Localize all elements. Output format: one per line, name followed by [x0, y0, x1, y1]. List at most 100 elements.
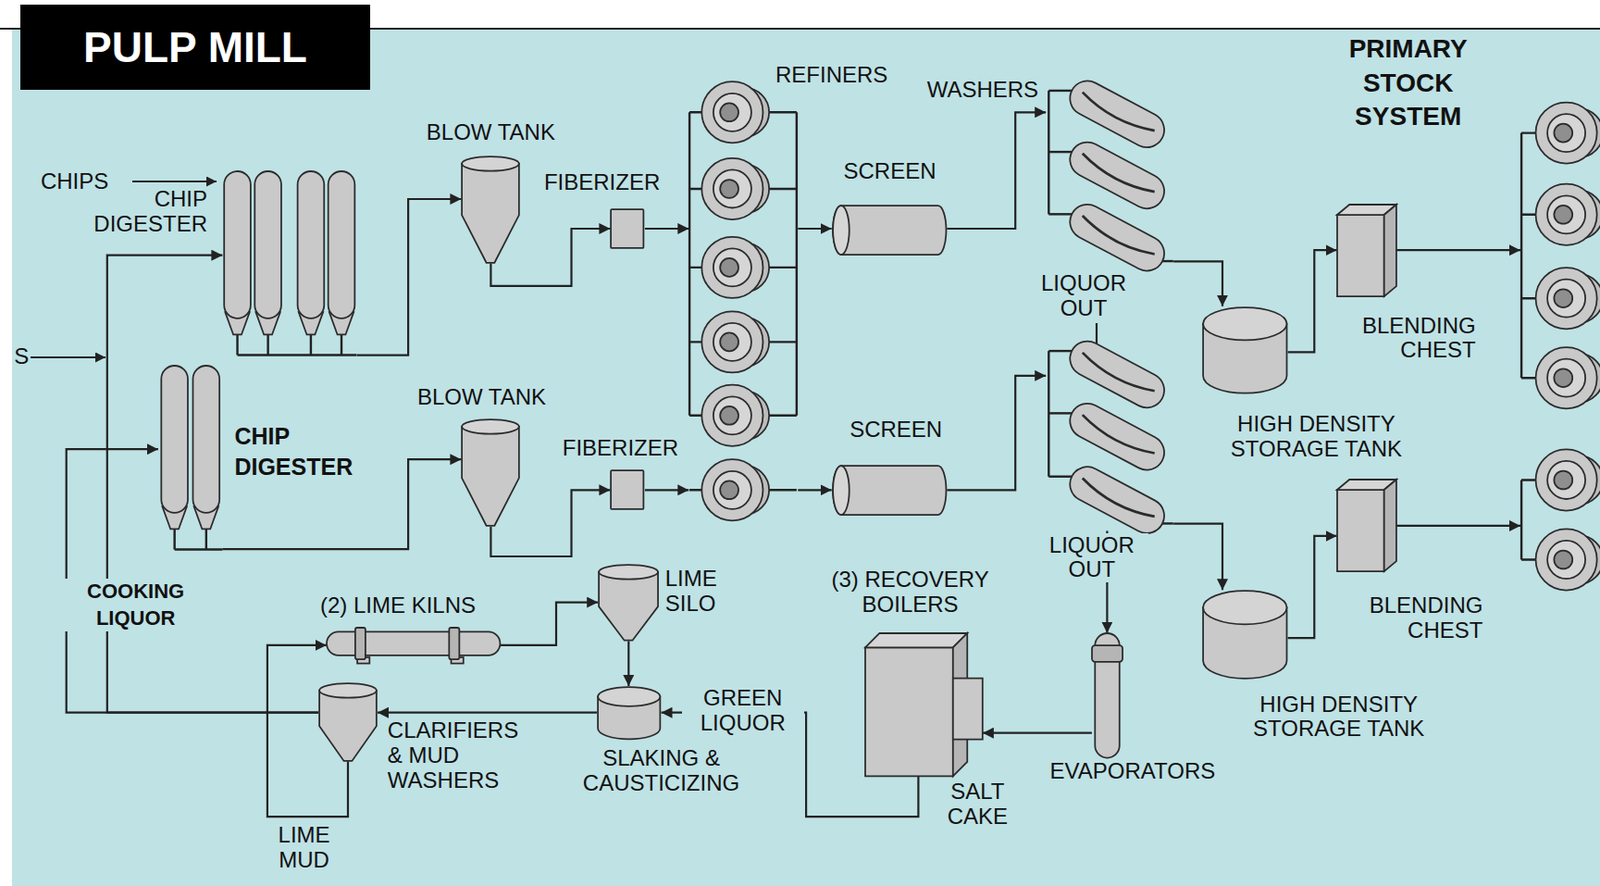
equipment-symbol	[609, 469, 645, 510]
equipment-label: PRIMARY STOCK SYSTEM	[1315, 32, 1500, 134]
flow-label: LIQUOR OUT	[1035, 533, 1148, 583]
equipment-symbol	[597, 563, 659, 642]
equipment-part	[1553, 205, 1573, 224]
pipe-line	[688, 111, 691, 415]
washer-drum	[1064, 198, 1171, 277]
washer-trough	[1079, 414, 1155, 459]
equipment-symbol	[1337, 204, 1397, 297]
title-box: PULP MILL	[20, 4, 371, 90]
equipment-label: SCREEN	[842, 159, 939, 185]
equipment-symbol	[688, 79, 798, 526]
washer-trough	[1079, 153, 1155, 199]
equipment-part	[1547, 358, 1586, 397]
pipe-line	[310, 334, 312, 356]
equipment-part	[598, 564, 658, 579]
equipment-label: (3) RECOVERY BOILERS	[800, 567, 1020, 618]
equipment-node: (3) RECOVERY BOILERS	[865, 632, 983, 776]
flow-line	[1396, 524, 1522, 527]
equipment-part	[224, 171, 252, 319]
equipment-part	[610, 470, 644, 509]
equipment-part	[255, 171, 283, 319]
equipment-part	[1383, 204, 1396, 297]
equipment-node: BLENDING CHEST	[1337, 479, 1397, 571]
equipment-node: CLARIFIERS & MUD WASHERS	[318, 682, 378, 762]
equipment-label: LIME SILO	[663, 566, 735, 617]
washer-trough	[1079, 478, 1155, 523]
equipment-part	[713, 471, 752, 509]
flow-line	[797, 488, 832, 491]
equipment-part	[713, 93, 752, 132]
equipment-part	[702, 81, 764, 143]
equipment-symbol	[222, 171, 358, 358]
equipment-part	[719, 406, 739, 425]
equipment-part	[719, 480, 739, 499]
equipment-part	[1553, 123, 1573, 142]
equipment-part	[1536, 448, 1598, 510]
equipment-part	[1547, 278, 1586, 317]
equipment-part	[1536, 267, 1598, 329]
equipment-part	[161, 365, 188, 513]
flow-line	[1396, 248, 1522, 251]
equipment-part	[713, 248, 752, 286]
flow-label: S	[12, 344, 31, 370]
equipment-label: FIBERIZER	[560, 435, 681, 461]
flow-label: LIQUOR OUT	[1027, 271, 1140, 322]
flow-line	[946, 111, 1046, 229]
equipment-symbol	[1520, 97, 1600, 603]
equipment-part	[832, 465, 946, 515]
equipment-part	[1064, 136, 1171, 215]
equipment-part	[713, 322, 752, 361]
equipment-part	[1547, 460, 1586, 499]
chips-feed-arrow	[132, 180, 217, 183]
equipment-part	[1064, 74, 1171, 154]
equipment-part	[1091, 644, 1123, 662]
title-text: PULP MILL	[83, 22, 308, 73]
equipment-label: WASHERS	[925, 77, 1041, 103]
flow-line	[377, 711, 597, 714]
equipment-part	[297, 171, 325, 319]
flow-line	[1288, 535, 1338, 638]
equipment-part	[832, 205, 946, 255]
equipment-label: (2) LIME KILNS	[318, 593, 478, 619]
equipment-part	[953, 677, 983, 739]
equipment-part	[1337, 214, 1385, 297]
equipment-part	[1547, 113, 1586, 152]
equipment-label: SCREEN	[847, 417, 944, 443]
flow-line	[1173, 523, 1223, 591]
flow-label: CHIPS	[38, 169, 111, 195]
equipment-label: BLENDING CHEST	[1331, 593, 1485, 644]
flow-line	[982, 731, 1092, 734]
equipment-label: BLENDING CHEST	[1324, 313, 1477, 364]
equipment-label: SLAKING & CAUSTICIZING	[558, 745, 764, 796]
equipment-part	[1383, 479, 1396, 571]
equipment-part	[610, 209, 644, 249]
equipment-label: CHIP DIGESTER	[232, 421, 385, 482]
equipment-part	[1536, 528, 1598, 590]
pipe-line	[237, 354, 358, 357]
equipment-part	[832, 205, 850, 255]
equipment-label: HIGH DENSITY STORAGE TANK	[1228, 692, 1449, 743]
equipment-node: BLOW TANK	[460, 155, 521, 264]
pipe-line	[1520, 132, 1523, 378]
equipment-part	[1064, 460, 1171, 540]
equipment-part	[1536, 347, 1598, 409]
equipment-node: EVAPORATORS	[1091, 632, 1123, 758]
diagram-ground	[12, 28, 1600, 886]
equipment-part	[1553, 549, 1573, 569]
flow-line	[499, 602, 598, 645]
flow-line	[107, 255, 319, 713]
equipment-node: SLAKING & CAUSTICIZING	[596, 685, 661, 739]
equipment-node: HIGH DENSITY STORAGE TANK	[1202, 306, 1289, 394]
equipment-part	[448, 627, 459, 659]
equipment-label: REFINERS	[773, 62, 890, 88]
equipment-part	[328, 171, 356, 319]
equipment-part	[702, 158, 764, 220]
equipment-symbol	[460, 155, 521, 264]
equipment-part	[702, 236, 764, 298]
equipment-symbol	[1202, 306, 1289, 394]
equipment-node: SCREEN	[831, 204, 948, 256]
equipment-part	[319, 682, 377, 697]
equipment-symbol	[865, 632, 983, 776]
equipment-part	[319, 689, 377, 760]
